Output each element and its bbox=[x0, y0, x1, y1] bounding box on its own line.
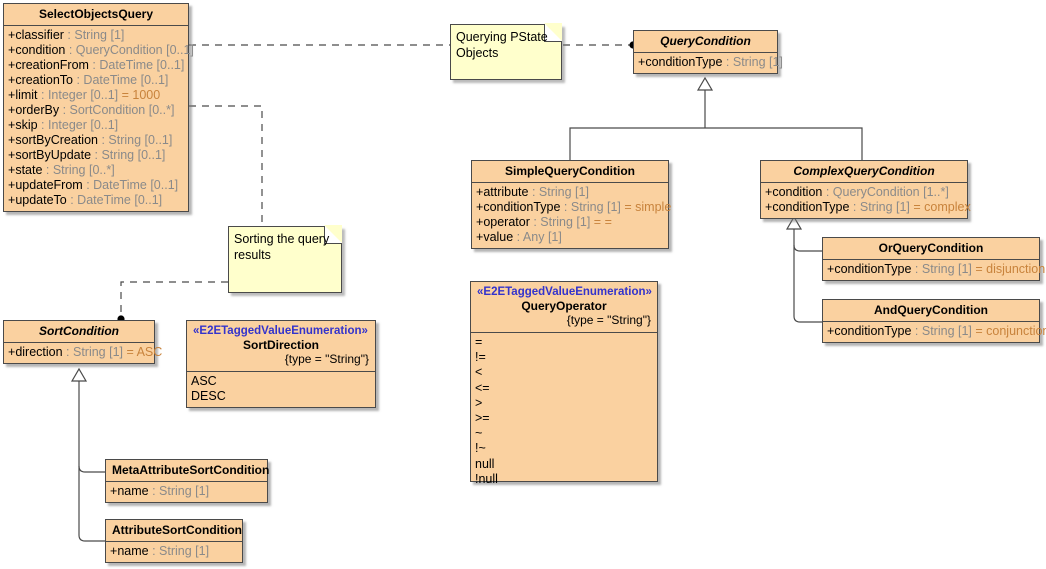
attribute-row: +conditionType : String [1] = conjunctio… bbox=[827, 324, 1046, 338]
class-attributes: +classifier : String [1] +condition : Qu… bbox=[4, 26, 194, 211]
class-complex-query-condition[interactable]: ComplexQueryCondition +condition : Query… bbox=[760, 160, 971, 219]
enumeration-header: «E2ETaggedValueEnumeration» SortDirectio… bbox=[187, 321, 375, 372]
class-header: SortCondition bbox=[4, 321, 154, 343]
attribute-row: +creationTo : DateTime [0..1] bbox=[8, 73, 169, 87]
note-sorting-the-query-results[interactable]: Sorting the query results bbox=[228, 225, 342, 293]
class-header: OrQueryCondition bbox=[823, 238, 1039, 260]
class-attribute-sort-condition[interactable]: AttributeSortCondition +name : String [1… bbox=[105, 519, 243, 563]
class-name: AndQueryCondition bbox=[874, 303, 988, 317]
enumeration-sort-direction[interactable]: «E2ETaggedValueEnumeration» SortDirectio… bbox=[186, 320, 376, 409]
attribute-row: +orderBy : SortCondition [0..*] bbox=[8, 103, 175, 117]
enumeration-header: «E2ETaggedValueEnumeration» QueryOperato… bbox=[471, 282, 657, 333]
class-attributes: +name : String [1] bbox=[106, 542, 242, 562]
class-sort-condition[interactable]: SortCondition +direction : String [1] = … bbox=[3, 320, 163, 364]
enum-literal: !null bbox=[475, 471, 498, 486]
enumeration-name: SortDirection bbox=[242, 338, 319, 352]
class-attributes: +attribute : String [1] +conditionType :… bbox=[472, 183, 672, 248]
stereotype-label: «E2ETaggedValueEnumeration» bbox=[193, 325, 368, 337]
connector-generalization-complex-query-condition bbox=[785, 215, 822, 323]
attribute-row: +sortByCreation : String [0..1] bbox=[8, 133, 173, 147]
attribute-row: +updateFrom : DateTime [0..1] bbox=[8, 178, 179, 192]
class-query-condition[interactable]: QueryCondition +conditionType : String [… bbox=[633, 30, 783, 74]
class-name: SortCondition bbox=[39, 324, 119, 338]
class-simple-query-condition[interactable]: SimpleQueryCondition +attribute : String… bbox=[471, 160, 672, 249]
enum-literal: ASC bbox=[191, 374, 217, 388]
class-or-query-condition[interactable]: OrQueryCondition +conditionType : String… bbox=[822, 237, 1046, 281]
attribute-row: +condition : QueryCondition [1..*] bbox=[765, 185, 949, 199]
enum-literal: !~ bbox=[475, 441, 486, 456]
attribute-row: +attribute : String [1] bbox=[476, 185, 589, 199]
attribute-row: +conditionType : String [1] = complex bbox=[765, 200, 971, 214]
enum-literal: ~ bbox=[475, 426, 483, 441]
class-and-query-condition[interactable]: AndQueryCondition +conditionType : Strin… bbox=[822, 299, 1046, 343]
stereotype-label: «E2ETaggedValueEnumeration» bbox=[477, 286, 652, 298]
class-name: AttributeSortCondition bbox=[112, 523, 242, 537]
class-name: QueryCondition bbox=[660, 34, 751, 48]
class-header: SelectObjectsQuery bbox=[4, 4, 188, 26]
connector-note-sorting-results-bottom bbox=[117, 281, 228, 323]
attribute-row: +name : String [1] bbox=[110, 544, 210, 558]
note-fold-icon bbox=[324, 225, 342, 244]
tagged-value-label: {type = "String"} bbox=[284, 352, 369, 366]
enum-literal: < bbox=[475, 365, 483, 380]
attribute-row: +direction : String [1] = ASC bbox=[8, 345, 163, 359]
class-header: AndQueryCondition bbox=[823, 300, 1039, 322]
note-text: Sorting the query results bbox=[234, 232, 330, 262]
class-header: ComplexQueryCondition bbox=[761, 161, 967, 183]
attribute-row: +value : Any [1] bbox=[476, 230, 562, 244]
connector-note-sorting-results-top bbox=[177, 100, 263, 225]
connector-generalization-sort-condition bbox=[70, 367, 105, 542]
enum-literal: DESC bbox=[191, 389, 226, 404]
enumeration-literals: ASC DESC bbox=[187, 372, 375, 407]
tagged-value-label: {type = "String"} bbox=[566, 313, 651, 327]
enum-literal: != bbox=[475, 350, 486, 365]
class-select-objects-query[interactable]: SelectObjectsQuery +classifier : String … bbox=[3, 3, 194, 212]
class-attributes: +conditionType : String [1] = disjunctio… bbox=[823, 260, 1046, 280]
attribute-row: +updateTo : DateTime [0..1] bbox=[8, 193, 163, 207]
enum-literal: null bbox=[475, 456, 495, 471]
enum-literal: > bbox=[475, 395, 483, 410]
attribute-row: +limit : Integer [0..1] = 1000 bbox=[8, 88, 161, 102]
class-header: MetaAttributeSortCondition bbox=[106, 460, 270, 482]
class-header: AttributeSortCondition bbox=[106, 520, 242, 542]
attribute-row: +conditionType : String [1] bbox=[638, 55, 783, 69]
class-attributes: +direction : String [1] = ASC bbox=[4, 343, 163, 363]
enumeration-query-operator[interactable]: «E2ETaggedValueEnumeration» QueryOperato… bbox=[470, 281, 658, 486]
class-header: SimpleQueryCondition bbox=[472, 161, 668, 183]
attribute-row: +creationFrom : DateTime [0..1] bbox=[8, 58, 185, 72]
class-attributes: +condition : QueryCondition [1..*] +cond… bbox=[761, 183, 971, 218]
note-text: Querying PState Objects bbox=[456, 30, 548, 60]
class-name: ComplexQueryCondition bbox=[793, 164, 935, 178]
connector-note-querying-pstate bbox=[177, 39, 637, 51]
attribute-row: +skip : Integer [0..1] bbox=[8, 118, 119, 132]
attribute-row: +operator : String [1] = = bbox=[476, 215, 612, 229]
enum-literal: >= bbox=[475, 411, 490, 426]
attribute-row: +condition : QueryCondition [0..1] bbox=[8, 43, 194, 57]
connector-generalization-query-condition bbox=[569, 76, 863, 160]
class-attributes: +conditionType : String [1] bbox=[634, 53, 783, 73]
class-attributes: +name : String [1] bbox=[106, 482, 267, 502]
attribute-row: +conditionType : String [1] = disjunctio… bbox=[827, 262, 1046, 276]
class-name: SimpleQueryCondition bbox=[504, 164, 635, 178]
attribute-row: +sortByUpdate : String [0..1] bbox=[8, 148, 166, 162]
enum-literal: <= bbox=[475, 380, 490, 395]
class-name: SelectObjectsQuery bbox=[38, 7, 154, 21]
attribute-row: +classifier : String [1] bbox=[8, 28, 125, 42]
enum-literal: = bbox=[475, 335, 483, 349]
attribute-row: +conditionType : String [1] = simple bbox=[476, 200, 672, 214]
note-fold-icon bbox=[544, 23, 562, 42]
attribute-row: +name : String [1] bbox=[110, 484, 210, 498]
note-querying-pstate-objects[interactable]: Querying PState Objects bbox=[450, 23, 562, 80]
class-attributes: +conditionType : String [1] = conjunctio… bbox=[823, 322, 1046, 342]
enumeration-name: QueryOperator bbox=[521, 299, 607, 313]
class-name: OrQueryCondition bbox=[878, 241, 984, 255]
class-name: MetaAttributeSortCondition bbox=[112, 463, 270, 477]
attribute-row: +state : String [0..*] bbox=[8, 163, 115, 177]
class-header: QueryCondition bbox=[634, 31, 777, 53]
enumeration-literals: = != < <= > >= ~ !~ null !null bbox=[471, 333, 657, 486]
class-meta-attribute-sort-condition[interactable]: MetaAttributeSortCondition +name : Strin… bbox=[105, 459, 270, 503]
